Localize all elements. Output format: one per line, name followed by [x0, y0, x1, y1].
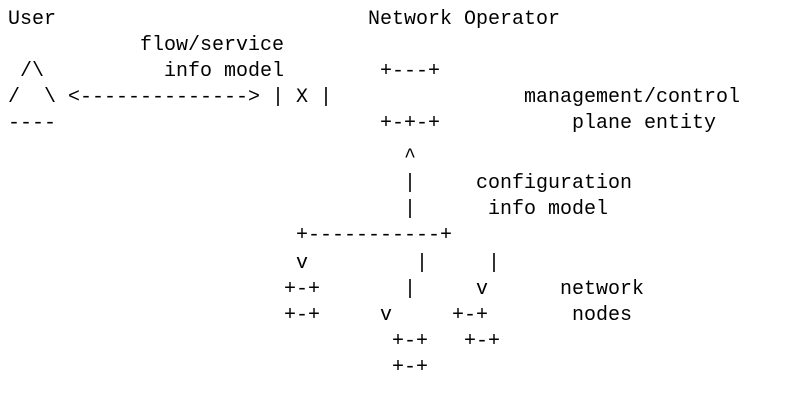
- management-control-label: management/control: [524, 86, 741, 109]
- flow-info-model-label: info model: [164, 60, 285, 83]
- branch-nodes-row-3: +-+ +-+: [392, 330, 501, 353]
- configuration-label: configuration: [476, 172, 633, 195]
- branch-node-last: +-+: [392, 356, 429, 379]
- user-icon-top: /\: [8, 60, 45, 83]
- info-model-diagram: User Network Operator flow/service /\ in…: [8, 8, 798, 398]
- operator-box-top: +---+: [380, 60, 441, 83]
- branch-arrows-1: v | |: [296, 252, 501, 275]
- network-operator-label: Network Operator: [368, 8, 561, 31]
- user-icon-base: ----: [8, 112, 57, 135]
- branch-nodes-row-2: +-+ v +-+: [284, 304, 489, 327]
- nodes-label: nodes: [572, 304, 633, 327]
- config-arrow-shaft: |: [404, 172, 417, 195]
- user-to-operator-arrow: / \ <--------------> | X |: [8, 86, 333, 109]
- operator-box-bottom: +-+-+: [380, 112, 441, 135]
- config-info-model-label: info model: [488, 198, 609, 221]
- config-arrow-shaft-2: |: [404, 198, 417, 221]
- network-label: network: [560, 278, 645, 301]
- branch-nodes-row: +-+ | v: [284, 278, 489, 301]
- config-arrow-head: ^: [404, 146, 417, 169]
- distribution-bar: +-----------+: [296, 224, 453, 247]
- flow-service-label: flow/service: [140, 34, 285, 57]
- plane-entity-label: plane entity: [572, 112, 717, 135]
- user-label: User: [8, 8, 57, 31]
